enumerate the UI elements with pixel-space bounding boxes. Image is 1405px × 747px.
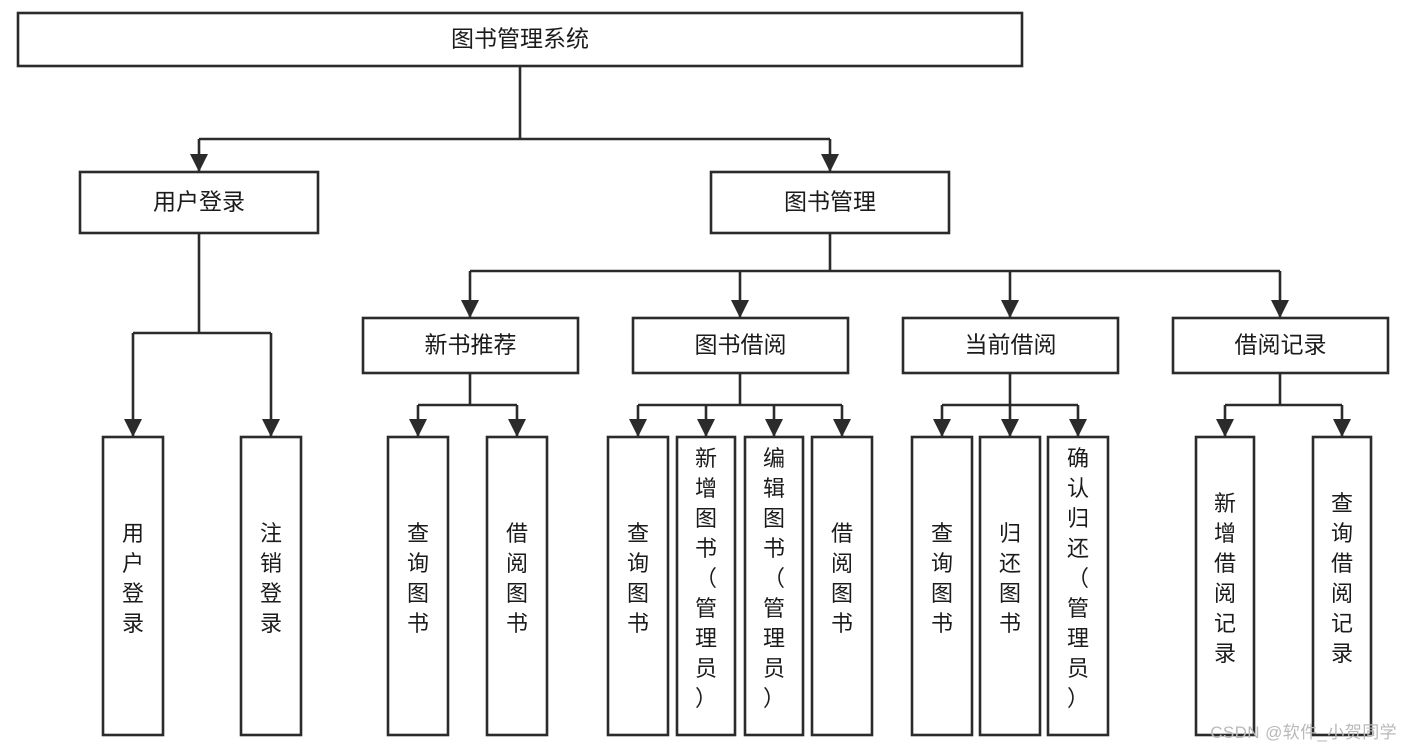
arrow-head-icon xyxy=(821,154,839,172)
node-leaf-query-book-1[interactable]: 查询图书 xyxy=(386,435,450,737)
node-book-borrow[interactable]: 图书借阅 xyxy=(631,316,850,375)
node-box-leaf-query-book-2[interactable] xyxy=(606,435,670,737)
node-label-leaf-query-record: 查询借阅记录 xyxy=(1331,491,1353,666)
node-box-leaf-user-login[interactable] xyxy=(101,435,165,737)
arrow-head-icon xyxy=(833,419,851,437)
node-leaf-borrow-book-1[interactable]: 借阅图书 xyxy=(485,435,549,737)
node-layer: 图书管理系统用户登录图书管理新书推荐图书借阅当前借阅借阅记录用户登录注销登录查询… xyxy=(16,11,1390,737)
node-label-leaf-user-login: 用户登录 xyxy=(122,521,144,636)
node-leaf-user-login[interactable]: 用户登录 xyxy=(101,435,165,737)
node-box-leaf-borrow-book-1[interactable] xyxy=(485,435,549,737)
node-box-leaf-query-record[interactable] xyxy=(1311,435,1373,737)
node-leaf-borrow-book-2[interactable]: 借阅图书 xyxy=(810,435,874,737)
node-box-borrow-record[interactable] xyxy=(1171,316,1390,375)
node-book-manage[interactable]: 图书管理 xyxy=(709,170,951,235)
connector-conn-userlogin-bus xyxy=(131,233,273,437)
node-box-current-borrow[interactable] xyxy=(901,316,1120,375)
node-label-leaf-add-record: 新增借阅记录 xyxy=(1214,491,1236,666)
node-current-borrow[interactable]: 当前借阅 xyxy=(901,316,1120,375)
node-box-leaf-query-book-3[interactable] xyxy=(910,435,974,737)
node-label-leaf-return-book: 归还图书 xyxy=(999,521,1021,636)
node-label-leaf-borrow-book-2: 借阅图书 xyxy=(831,521,853,636)
node-leaf-add-book[interactable]: 新增图书（管理员） xyxy=(675,435,737,737)
node-label-user-login: 用户登录 xyxy=(153,189,245,215)
node-box-book-manage[interactable] xyxy=(709,170,951,235)
arrow-head-icon xyxy=(1069,419,1087,437)
arrow-head-icon xyxy=(1333,419,1351,437)
node-label-new-book-recommend: 新书推荐 xyxy=(425,332,517,358)
node-box-root[interactable] xyxy=(16,11,1024,68)
node-label-book-borrow: 图书借阅 xyxy=(695,332,787,358)
arrow-head-icon xyxy=(765,419,783,437)
node-box-book-borrow[interactable] xyxy=(631,316,850,375)
node-label-leaf-borrow-book-1: 借阅图书 xyxy=(506,521,528,636)
node-box-leaf-query-book-1[interactable] xyxy=(386,435,450,737)
arrow-head-icon xyxy=(1271,300,1289,318)
node-label-leaf-query-book-3: 查询图书 xyxy=(931,521,953,636)
connector-conn-root-bus xyxy=(197,66,832,172)
node-label-book-manage: 图书管理 xyxy=(784,189,876,215)
watermark-label: CSDN @软件_小贺同学 xyxy=(1210,723,1397,742)
connector-conn-newbook-bus xyxy=(416,373,519,437)
node-box-leaf-return-book[interactable] xyxy=(978,435,1042,737)
arrow-head-icon xyxy=(262,419,280,437)
node-box-leaf-edit-book[interactable] xyxy=(743,435,805,737)
node-box-leaf-borrow-book-2[interactable] xyxy=(810,435,874,737)
connector-layer xyxy=(124,66,1351,437)
node-leaf-edit-book[interactable]: 编辑图书（管理员） xyxy=(743,435,805,737)
arrow-head-icon xyxy=(697,419,715,437)
node-box-leaf-confirm-return[interactable] xyxy=(1046,435,1110,737)
node-user-login[interactable]: 用户登录 xyxy=(78,170,320,235)
node-leaf-return-book[interactable]: 归还图书 xyxy=(978,435,1042,737)
connector-conn-bookmanage-bus xyxy=(468,233,1282,318)
node-leaf-add-record[interactable]: 新增借阅记录 xyxy=(1194,435,1256,737)
node-label-root: 图书管理系统 xyxy=(451,26,589,52)
node-leaf-query-book-3[interactable]: 查询图书 xyxy=(910,435,974,737)
node-label-leaf-query-book-2: 查询图书 xyxy=(627,521,649,636)
arrow-head-icon xyxy=(731,300,749,318)
node-box-leaf-logout[interactable] xyxy=(239,435,303,737)
node-borrow-record[interactable]: 借阅记录 xyxy=(1171,316,1390,375)
node-box-user-login[interactable] xyxy=(78,170,320,235)
node-box-new-book-recommend[interactable] xyxy=(361,316,580,375)
arrow-head-icon xyxy=(629,419,647,437)
arrow-head-icon xyxy=(508,419,526,437)
node-label-leaf-logout: 注销登录 xyxy=(260,521,282,636)
arrow-head-icon xyxy=(124,419,142,437)
node-label-leaf-edit-book: 编辑图书（管理员） xyxy=(763,446,785,711)
connector-conn-borrowrecord-bus xyxy=(1223,373,1344,437)
node-box-leaf-add-book[interactable] xyxy=(675,435,737,737)
node-leaf-query-book-2[interactable]: 查询图书 xyxy=(606,435,670,737)
node-label-leaf-query-book-1: 查询图书 xyxy=(407,521,429,636)
arrow-head-icon xyxy=(190,154,208,172)
node-label-leaf-add-book: 新增图书（管理员） xyxy=(695,446,717,711)
node-leaf-confirm-return[interactable]: 确认归还（管理员） xyxy=(1046,435,1110,737)
node-label-borrow-record: 借阅记录 xyxy=(1235,332,1327,358)
node-label-leaf-confirm-return: 确认归还（管理员） xyxy=(1067,446,1089,711)
arrow-head-icon xyxy=(409,419,427,437)
arrow-head-icon xyxy=(1001,419,1019,437)
arrow-head-icon xyxy=(461,300,479,318)
node-root[interactable]: 图书管理系统 xyxy=(16,11,1024,68)
node-leaf-logout[interactable]: 注销登录 xyxy=(239,435,303,737)
node-box-leaf-add-record[interactable] xyxy=(1194,435,1256,737)
connector-conn-bookborrow-bus xyxy=(636,373,844,437)
arrow-head-icon xyxy=(1216,419,1234,437)
node-leaf-query-record[interactable]: 查询借阅记录 xyxy=(1311,435,1373,737)
arrow-head-icon xyxy=(1001,300,1019,318)
node-new-book-recommend[interactable]: 新书推荐 xyxy=(361,316,580,375)
node-label-current-borrow: 当前借阅 xyxy=(965,332,1057,358)
arrow-head-icon xyxy=(933,419,951,437)
